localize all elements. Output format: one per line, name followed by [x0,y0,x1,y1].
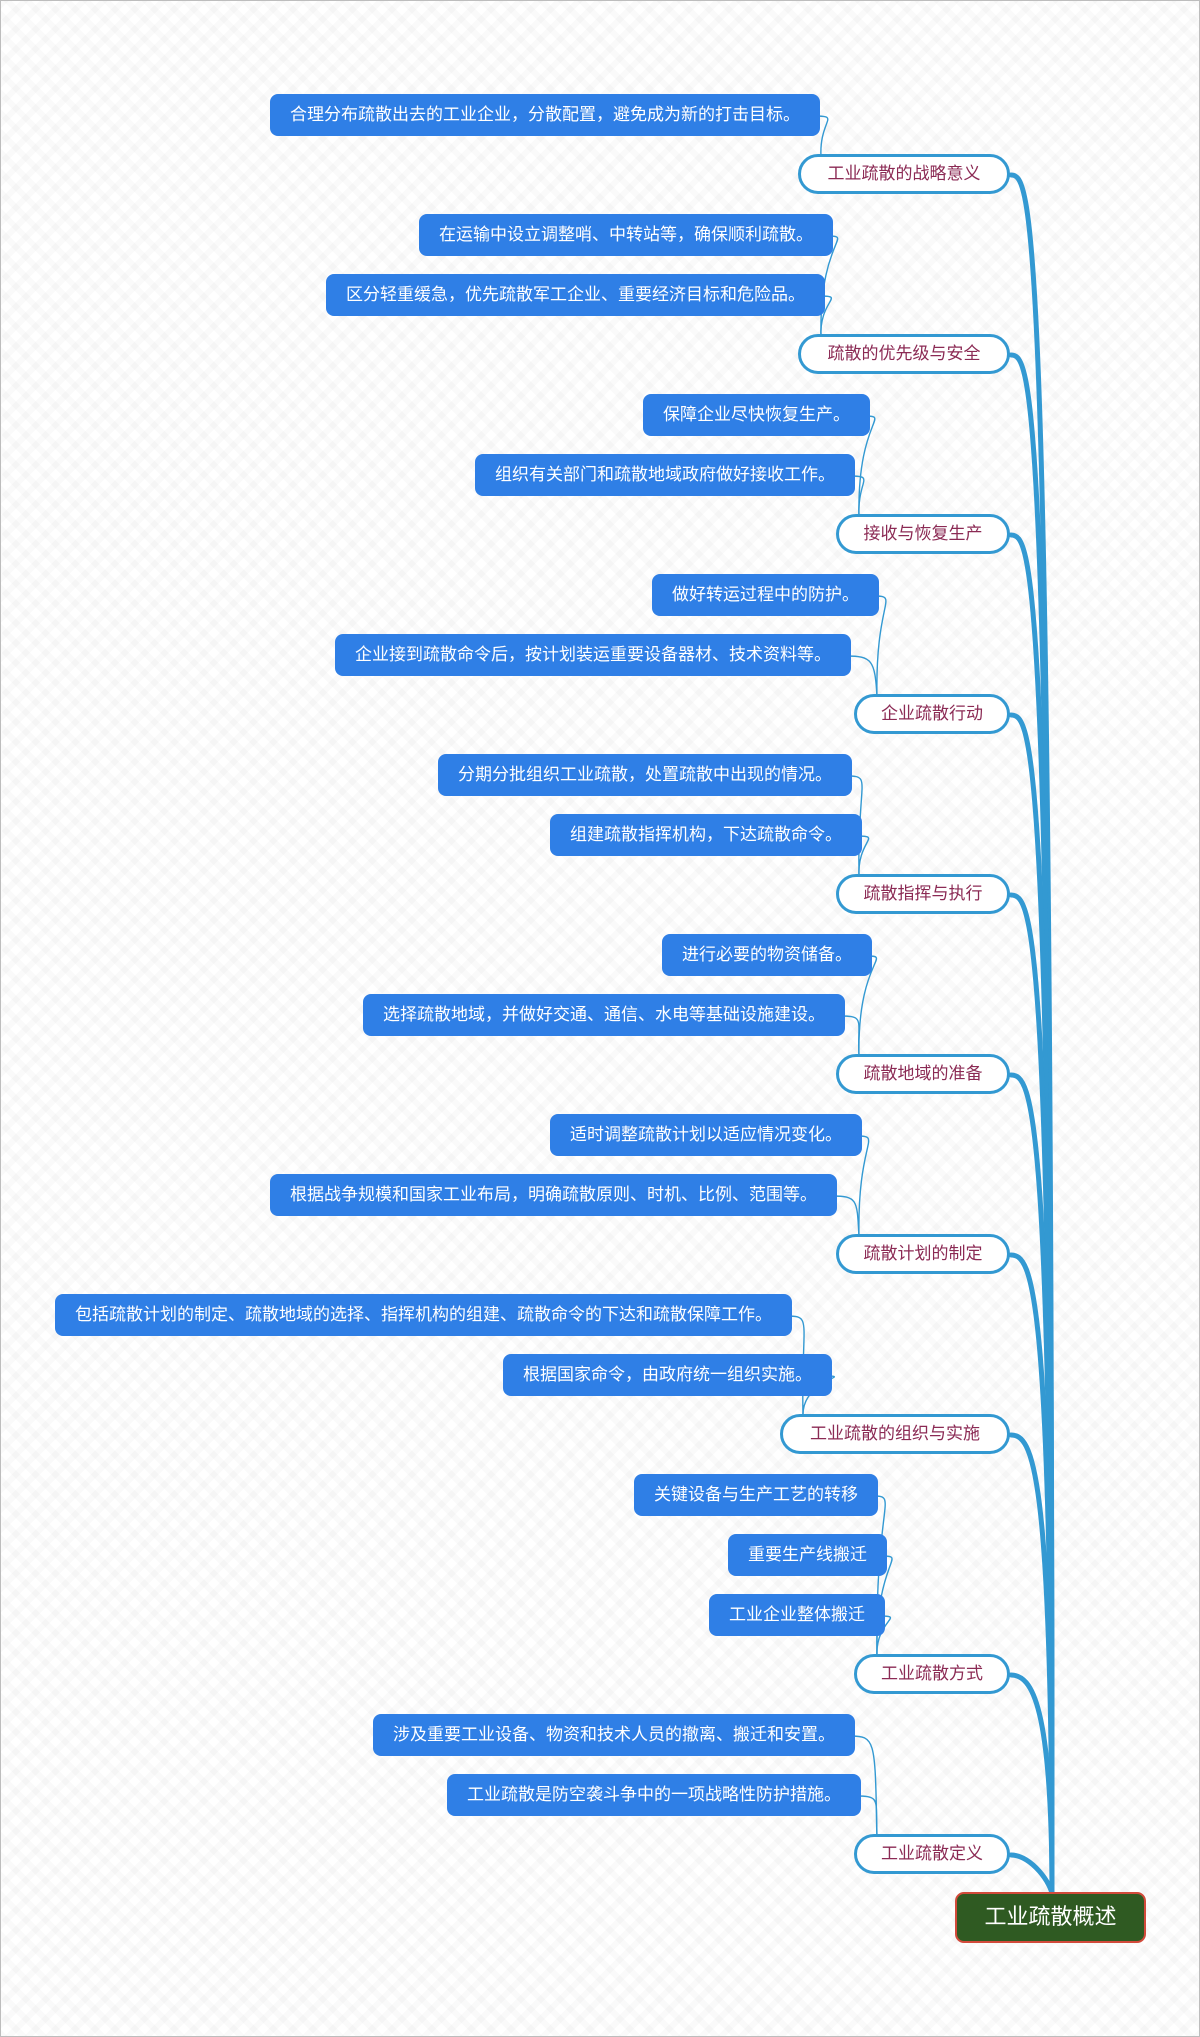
leaf-node[interactable]: 区分轻重缓急，优先疏散军工企业、重要经济目标和危险品。 [326,274,825,316]
leaf-connector [831,1195,860,1238]
leaf-node[interactable]: 组建疏散指挥机构，下达疏散命令。 [550,814,862,856]
leaf-node[interactable]: 适时调整疏散计划以适应情况变化。 [550,1114,862,1156]
branch-node[interactable]: 工业疏散的战略意义 [798,154,1010,194]
leaf-node[interactable]: 包括疏散计划的制定、疏散地域的选择、指挥机构的组建、疏散命令的下达和疏散保障工作… [55,1294,792,1336]
branch-node[interactable]: 工业疏散定义 [854,1834,1010,1874]
branch-node[interactable]: 疏散指挥与执行 [836,874,1010,914]
leaf-node[interactable]: 企业接到疏散命令后，按计划装运重要设备器材、技术资料等。 [335,634,851,676]
leaf-connector [819,295,833,338]
leaf-node[interactable]: 选择疏散地域，并做好交通、通信、水电等基础设施建设。 [363,994,845,1036]
leaf-node[interactable]: 在运输中设立调整哨、中转站等，确保顺利疏散。 [419,214,833,256]
leaf-connector [858,415,876,518]
leaf-node[interactable]: 工业企业整体搬迁 [709,1594,885,1636]
branch-node[interactable]: 疏散地域的准备 [836,1054,1010,1094]
leaf-connector [876,1615,892,1658]
branch-node[interactable]: 接收与恢复生产 [836,514,1010,554]
root-node[interactable]: 工业疏散概述 [955,1892,1146,1943]
branch-node[interactable]: 疏散的优先级与安全 [798,334,1010,374]
branch-connector [1008,1672,1055,1898]
leaf-connector [839,1015,860,1058]
leaf-connector [856,1135,870,1238]
leaf-node[interactable]: 做好转运过程中的防护。 [652,574,879,616]
branch-node[interactable]: 疏散计划的制定 [836,1234,1010,1274]
branch-node[interactable]: 企业疏散行动 [854,694,1010,734]
branch-connector [1008,1852,1055,1898]
leaf-connector [855,1795,878,1838]
leaf-node[interactable]: 根据战争规模和国家工业布局，明确疏散原则、时机、比例、范围等。 [270,1174,837,1216]
leaf-node[interactable]: 分期分批组织工业疏散，处置疏散中出现的情况。 [438,754,852,796]
leaf-connector [814,115,829,158]
branch-node[interactable]: 工业疏散的组织与实施 [780,1414,1010,1454]
leaf-node[interactable]: 合理分布疏散出去的工业企业，分散配置，避免成为新的打击目标。 [270,94,820,136]
leaf-node[interactable]: 根据国家命令，由政府统一组织实施。 [503,1354,832,1396]
branch-connector [1008,1432,1055,1898]
leaf-node[interactable]: 涉及重要工业设备、物资和技术人员的撤离、搬迁和安置。 [373,1714,855,1756]
leaf-connector [873,595,887,698]
leaf-connector [858,955,878,1058]
leaf-node[interactable]: 关键设备与生产工艺的转移 [634,1474,878,1516]
leaf-node[interactable]: 保障企业尽快恢复生产。 [643,394,870,436]
leaf-node[interactable]: 组织有关部门和疏散地域政府做好接收工作。 [475,454,855,496]
leaf-node[interactable]: 工业疏散是防空袭斗争中的一项战略性防护措施。 [447,1774,861,1816]
leaf-connector [856,835,870,878]
leaf-node[interactable]: 重要生产线搬迁 [728,1534,887,1576]
leaf-node[interactable]: 进行必要的物资储备。 [662,934,872,976]
branch-node[interactable]: 工业疏散方式 [854,1654,1010,1694]
leaf-connector [849,475,865,518]
leaf-connector [845,655,878,698]
